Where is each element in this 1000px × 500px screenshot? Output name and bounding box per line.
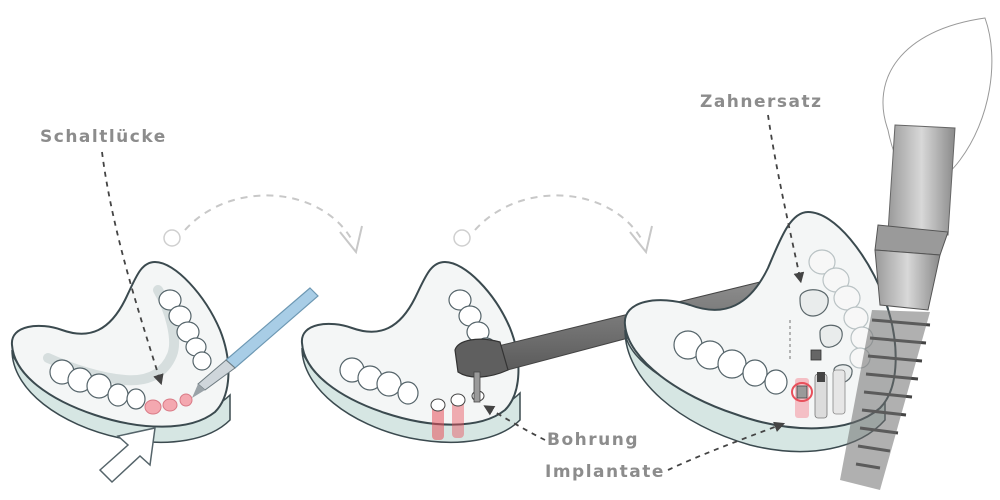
label-schaltluecke: Schaltlücke <box>40 127 167 147</box>
label-bohrung: Bohrung <box>547 430 639 450</box>
hand-pointer-arrow-icon <box>98 427 156 484</box>
large-implant-model <box>840 17 993 490</box>
scalpel-icon <box>192 287 319 398</box>
back-teeth-faded <box>808 249 874 369</box>
front-teeth <box>673 330 788 395</box>
dashed-pointer-arrow-icon <box>101 114 805 471</box>
pointer-drilling <box>483 405 546 441</box>
label-implantate: Implantate <box>545 462 665 482</box>
back-teeth <box>158 289 212 371</box>
denture-crowns <box>799 289 853 384</box>
implant-screw-icon <box>789 320 846 419</box>
stage-3-jaw <box>623 17 993 490</box>
front-teeth <box>339 357 419 405</box>
flow-arrow-1 <box>163 194 363 255</box>
flow-arrow-2 <box>453 194 653 255</box>
gap-markers <box>144 393 193 415</box>
pointer-implants <box>667 421 786 471</box>
label-zahnersatz: Zahnersatz <box>700 92 823 112</box>
front-teeth <box>49 359 146 410</box>
drill-holes <box>430 390 485 440</box>
stage-1-jaw <box>10 260 319 484</box>
